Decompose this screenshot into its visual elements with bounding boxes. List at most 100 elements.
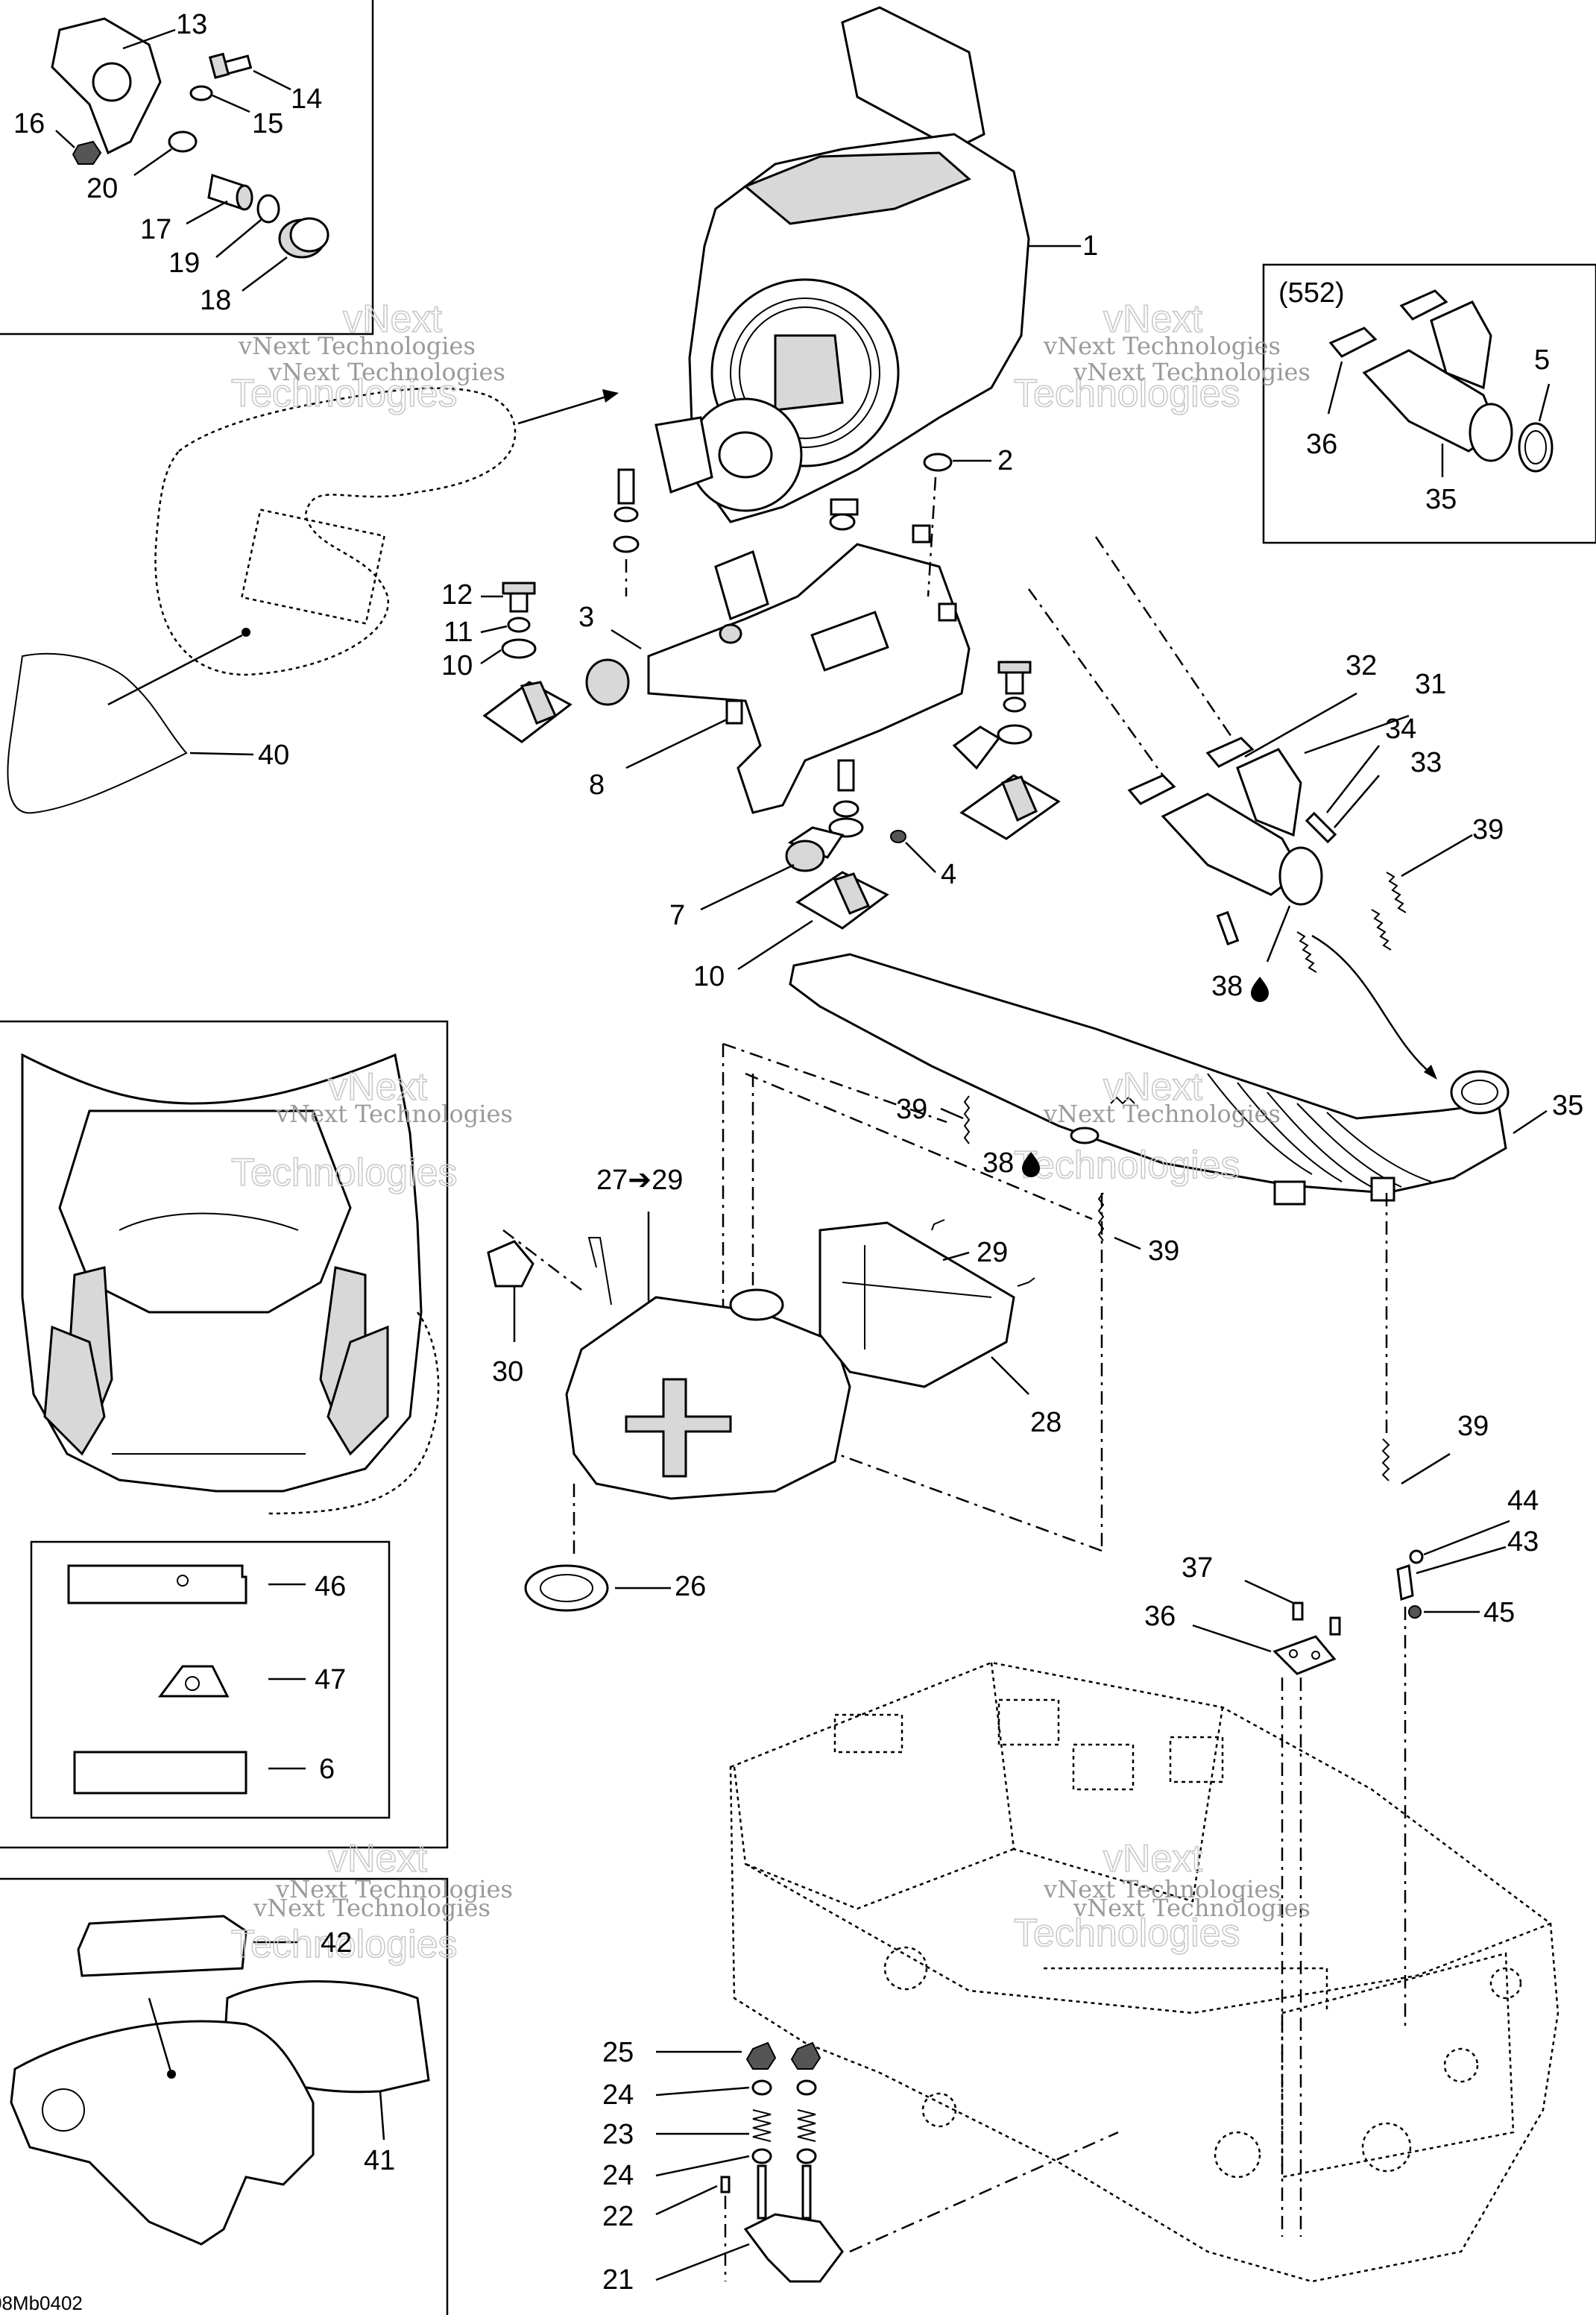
bolt-14	[208, 52, 291, 91]
svg-text:vNext Technologies: vNext Technologies	[253, 1894, 491, 1922]
svg-text:vNext Technologies: vNext Technologies	[1043, 332, 1281, 360]
label-2: 2	[997, 445, 1013, 476]
label-11: 11	[444, 617, 473, 648]
muffler-assembly	[487, 1042, 1103, 1612]
label-25: 25	[602, 2037, 634, 2068]
label-36a: 36	[1306, 429, 1337, 460]
label-4: 4	[941, 859, 956, 890]
label-20: 20	[86, 173, 118, 204]
watermarks: vNext Technologies vNext Technologies vN…	[230, 297, 1310, 1967]
air-silencer-40	[7, 387, 619, 814]
label-39d: 39	[1457, 1411, 1489, 1442]
svg-text:vNext: vNext	[1103, 1065, 1202, 1109]
label-3: 3	[578, 602, 594, 633]
label-24a: 24	[602, 2079, 634, 2111]
label-23: 23	[602, 2119, 634, 2150]
tuned-pipe-35	[789, 953, 1548, 1206]
bracket-36-hardware	[1192, 1193, 1510, 1675]
chassis-frame	[729, 1607, 1559, 2283]
nut-16	[55, 130, 102, 165]
label-30: 30	[492, 1356, 523, 1388]
inset-box-hardware	[0, 0, 374, 336]
washer-19	[215, 194, 280, 258]
label-22: 22	[602, 2201, 634, 2232]
label-5: 5	[1534, 344, 1550, 376]
hood	[21, 1053, 440, 1515]
label-44: 44	[1507, 1485, 1539, 1516]
inset-box-hood	[0, 1020, 449, 1849]
label-10b: 10	[693, 961, 725, 992]
label-41: 41	[364, 2145, 395, 2176]
svg-text:vNext: vNext	[1103, 1837, 1202, 1880]
label-15: 15	[252, 108, 283, 139]
label-36b: 36	[1144, 1601, 1176, 1632]
oil-drop-icon	[1251, 977, 1269, 1002]
svg-text:vNext: vNext	[328, 1837, 427, 1880]
exhaust-manifold	[1027, 536, 1410, 963]
spacer-17	[186, 174, 253, 225]
rubber-mount-left	[480, 582, 630, 743]
inset-box-belly-pan	[0, 1877, 449, 2315]
rear-support-21-25	[655, 2041, 1119, 2283]
label-31: 31	[1415, 669, 1446, 700]
svg-text:vNext Technologies: vNext Technologies	[275, 1875, 513, 1903]
label-35b: 35	[1552, 1090, 1583, 1121]
diagram-code: 08Mb0402	[0, 2292, 83, 2314]
label-27-29: 27➔29	[596, 1165, 683, 1196]
label-14: 14	[291, 84, 322, 115]
label-32: 32	[1346, 650, 1377, 681]
label-38a: 38	[1211, 971, 1243, 1002]
oil-drop-icon-2	[1022, 1152, 1040, 1177]
svg-text:vNext: vNext	[1103, 297, 1202, 341]
label-8: 8	[589, 769, 605, 801]
label-47: 47	[315, 1664, 346, 1695]
label-552: (552)	[1278, 277, 1345, 309]
label-38b: 38	[982, 1147, 1014, 1179]
washer-15	[189, 85, 250, 113]
label-7: 7	[669, 900, 685, 931]
svg-text:Technologies: Technologies	[1014, 1912, 1240, 1955]
inset-box-decals	[30, 1540, 391, 1819]
engine-1	[655, 6, 1081, 523]
svg-text:vNext Technologies: vNext Technologies	[268, 358, 505, 386]
spacer-8	[625, 699, 743, 769]
label-13: 13	[176, 9, 207, 40]
label-39a: 39	[1472, 814, 1504, 845]
springs-39-pipe	[940, 1095, 1141, 1250]
label-24b: 24	[602, 2160, 634, 2191]
label-39c: 39	[1148, 1235, 1179, 1267]
inset-box-552	[1262, 263, 1596, 544]
label-42: 42	[321, 1927, 352, 1959]
label-6: 6	[319, 1754, 335, 1785]
svg-text:vNext: vNext	[343, 297, 442, 341]
label-19: 19	[168, 248, 200, 279]
svg-text:vNext Technologies: vNext Technologies	[1043, 1100, 1281, 1128]
label-21: 21	[602, 2264, 634, 2296]
label-28: 28	[1030, 1407, 1062, 1438]
label-12: 12	[441, 579, 473, 611]
svg-text:Technologies: Technologies	[1014, 1144, 1240, 1187]
svg-text:vNext Technologies: vNext Technologies	[238, 332, 476, 360]
svg-text:Technologies: Technologies	[231, 372, 458, 415]
springs-39	[1296, 834, 1473, 1080]
svg-text:vNext Technologies: vNext Technologies	[1073, 358, 1310, 386]
rubber-mount-front	[700, 759, 936, 971]
svg-text:vNext Technologies: vNext Technologies	[275, 1100, 513, 1128]
label-29: 29	[977, 1237, 1008, 1268]
mount-hardware	[613, 453, 991, 644]
label-35a: 35	[1425, 484, 1457, 515]
svg-text:vNext Technologies: vNext Technologies	[1073, 1894, 1310, 1922]
decals	[67, 1564, 306, 1795]
label-34: 34	[1385, 714, 1416, 745]
svg-text:Technologies: Technologies	[1014, 372, 1240, 415]
belly-pan	[10, 1915, 430, 2246]
bracket-13	[51, 17, 176, 155]
engine-mount-plate-3	[611, 543, 971, 814]
label-39b: 39	[896, 1094, 927, 1125]
cap-18	[242, 217, 329, 292]
label-10a: 10	[441, 650, 473, 681]
label-43: 43	[1507, 1526, 1539, 1557]
svg-text:vNext: vNext	[328, 1065, 427, 1109]
